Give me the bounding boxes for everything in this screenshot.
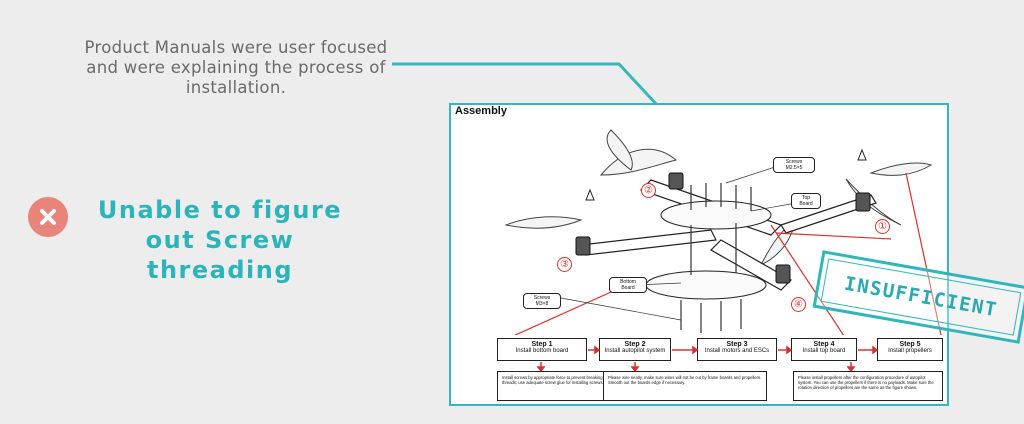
note-2: Please wire neatly, make sure wires will… (603, 371, 767, 401)
callout-number-3: ③ (557, 257, 572, 272)
drone-diagram (504, 129, 942, 335)
finding-text: Unable to figure out Screw threading (97, 196, 343, 284)
note-text: Please wire neatly, make sure wires will… (608, 375, 762, 386)
step-title: Step 4 (813, 341, 835, 348)
step-desc: Install propellers (888, 348, 932, 354)
note-text: Install screws by appropriate force to p… (502, 375, 604, 386)
step-desc: Install bottom board (515, 348, 569, 354)
note-text: Please install propellers after the conf… (798, 375, 934, 391)
step-desc: Install autopilot system (604, 348, 666, 354)
step-arrows (536, 345, 879, 373)
step-desc: Install motors and ESCs (704, 348, 770, 354)
callout-number-2: ② (641, 183, 656, 198)
label-screws-top: Screws M2.5×5 (773, 157, 815, 173)
step-title: Step 1 (531, 341, 553, 348)
manual-caption: Product Manuals were user focused and we… (84, 38, 388, 97)
step-title: Step 2 (624, 341, 646, 348)
label-bottom-board: Bottom Board (609, 277, 647, 293)
step-title: Step 5 (899, 341, 921, 348)
step-2: Step 2 Install autopilot system (599, 338, 671, 361)
step-1: Step 1 Install bottom board (497, 338, 587, 361)
manual-image: Assembly (449, 103, 949, 406)
label-top-board: Top Board (791, 193, 821, 209)
step-title: Step 3 (726, 341, 748, 348)
close-x-icon (28, 197, 68, 237)
finding: Unable to figure out Screw threading (28, 195, 350, 285)
manual-title: Assembly (455, 105, 507, 117)
callout-number-1: ① (875, 219, 890, 234)
label-screws-bottom: Screws M3×8 (523, 293, 561, 309)
note-3: Please install propellers after the conf… (793, 371, 943, 401)
note-1: Install screws by appropriate force to p… (497, 371, 611, 401)
callout-number-4: ④ (791, 297, 806, 312)
step-desc: Install top board (802, 348, 846, 354)
step-3: Step 3 Install motors and ESCs (697, 338, 777, 361)
stamp-text: INSUFFICIENT (842, 272, 1000, 322)
